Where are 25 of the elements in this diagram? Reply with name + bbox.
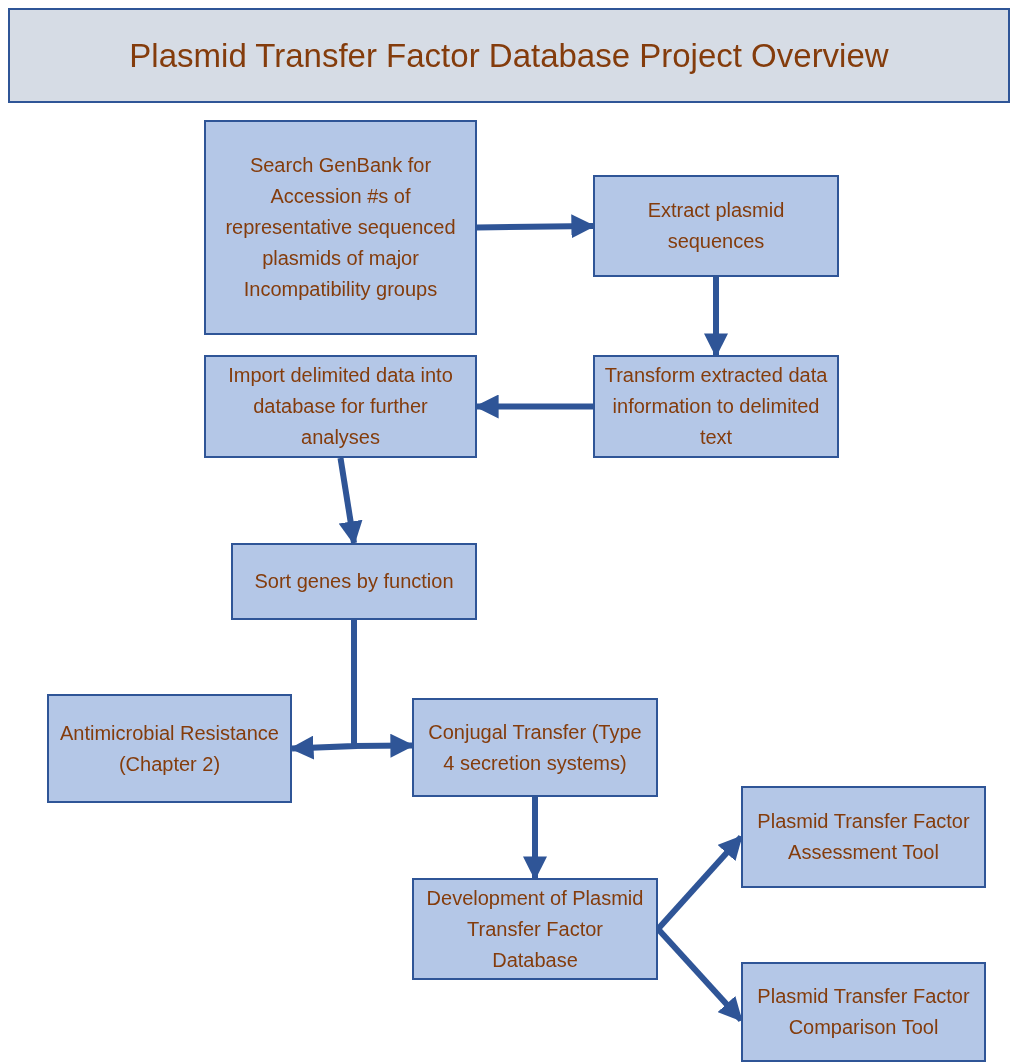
arrow: [351, 620, 415, 758]
title: Plasmid Transfer Factor Database Project Overview: [129, 36, 889, 75]
box-label: Transform extracted data information to delimited text: [603, 363, 829, 450]
process-box: [593, 355, 839, 458]
box-label: Development of Plasmid Transfer Factor Database: [425, 885, 645, 973]
arrow: [523, 797, 547, 881]
box-label: Import delimited data into database for further analyses: [227, 363, 454, 450]
box-label: Conjugal Transfer (Type 4 secretion systems): [427, 719, 643, 776]
box-label: Sort genes by function: [254, 569, 454, 594]
arrow: [337, 457, 363, 546]
box-label: Antimicrobial Resistance (Chapter 2): [59, 720, 280, 777]
process-box: [741, 962, 986, 1062]
box-label: Plasmid Transfer Factor Assessment Tool: [756, 809, 971, 865]
process-box: [204, 355, 477, 458]
box-label: Search GenBank for Accession #s of representative sequenced plasmids of major Incompatibility groups: [224, 153, 457, 302]
arrow: [704, 277, 728, 358]
process-box: [593, 175, 839, 277]
process-box: [231, 543, 477, 620]
process-box: [412, 878, 658, 980]
box-label: Extract plasmid sequences: [646, 198, 786, 254]
process-box: [204, 120, 477, 335]
process-box: [47, 694, 292, 803]
process-box: [412, 698, 658, 797]
box-label: Plasmid Transfer Factor Comparison Tool: [756, 984, 971, 1040]
process-box: [741, 786, 986, 888]
